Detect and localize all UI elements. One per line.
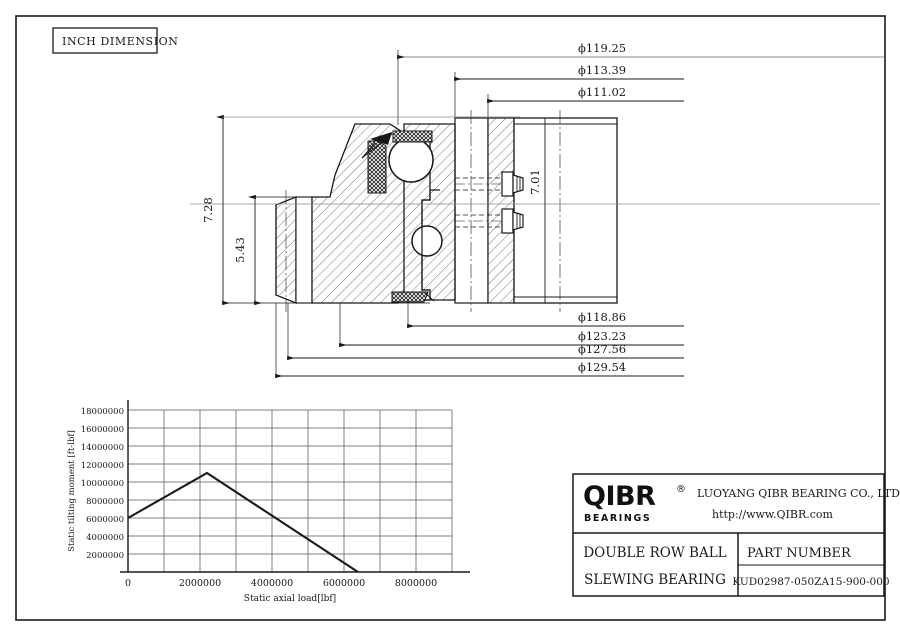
drawing-frame — [15, 15, 886, 621]
raceway-step — [421, 189, 440, 291]
chart-xtick-8000000: 8000000 — [395, 578, 437, 589]
chart-y-ticks: 18000000 16000000 14000000 12000000 1000… — [81, 407, 124, 561]
dim-label-dia-118-86: ϕ118.86 — [578, 310, 626, 324]
seal-upper — [361, 130, 433, 194]
dim-label-dia-111-02: ϕ111.02 — [578, 85, 626, 99]
load-capacity-chart: 18000000 16000000 14000000 12000000 1000… — [67, 400, 470, 604]
registered-trademark-icon: ® — [676, 484, 686, 495]
right-dimension-group: 7.01 — [528, 118, 546, 303]
dim-label-width-7-01: 7.01 — [528, 169, 542, 195]
product-name-line2: SLEWING BEARING — [584, 572, 726, 588]
dim-label-dia-129-54: ϕ129.54 — [578, 360, 626, 374]
bottom-dimension-group: ϕ118.86 ϕ123.23 ϕ127.56 ϕ129.54 — [275, 300, 684, 379]
chart-ytick-12000000: 12000000 — [81, 461, 124, 471]
inch-dimension-box: INCH DIMENSION — [52, 27, 178, 54]
dim-label-dia-119-25: ϕ119.25 — [578, 41, 626, 55]
chart-ytick-8000000: 8000000 — [86, 497, 124, 507]
inch-dimension-label: INCH DIMENSION — [62, 35, 178, 48]
bolt-lower — [455, 208, 524, 234]
chart-ytick-6000000: 6000000 — [86, 515, 124, 525]
qibr-logo: QIBR ® BEARINGS — [583, 481, 686, 524]
logo-subtext: BEARINGS — [584, 513, 651, 524]
bolt-upper — [455, 171, 524, 197]
title-block: QIBR ® BEARINGS LUOYANG QIBR BEARING CO.… — [572, 473, 900, 597]
chart-grid — [128, 409, 453, 572]
ball-upper — [388, 137, 434, 183]
chart-ytick-18000000: 18000000 — [81, 407, 124, 417]
rolling-elements — [388, 137, 443, 257]
ball-lower — [411, 225, 443, 257]
chart-y-axis-label: Static tilting moment [ft-lbf] — [67, 430, 77, 552]
dim-label-height-7-28: 7.28 — [201, 197, 215, 223]
inner-ring-slot — [295, 196, 313, 304]
bearing-cross-section — [190, 110, 880, 312]
chart-xtick-0: 0 — [125, 578, 131, 589]
left-dimension-group: 7.28 5.43 — [201, 114, 520, 306]
company-name: LUOYANG QIBR BEARING CO., LTD — [697, 487, 900, 500]
chart-x-axis-label: Static axial load[lbf] — [244, 594, 336, 604]
logo-wordmark: QIBR — [583, 481, 656, 512]
chart-ytick-16000000: 16000000 — [81, 425, 124, 435]
dim-label-dia-127-56: ϕ127.56 — [578, 342, 626, 356]
top-dimension-group: ϕ119.25 ϕ113.39 ϕ111.02 — [397, 41, 884, 125]
part-number-value: KUD02987-050ZA15-900-000 — [732, 576, 889, 588]
chart-x-ticks: 0 2000000 4000000 6000000 8000000 — [125, 578, 437, 589]
chart-series-static-capacity-curve — [127, 471, 359, 573]
part-number-label: PART NUMBER — [747, 546, 852, 561]
chart-ytick-4000000: 4000000 — [86, 533, 124, 543]
housing-body — [513, 110, 618, 312]
seal-lower — [391, 291, 435, 303]
chart-ytick-2000000: 2000000 — [86, 551, 124, 561]
product-name-line1: DOUBLE ROW BALL — [583, 545, 726, 561]
chart-ytick-14000000: 14000000 — [81, 443, 124, 453]
dim-label-dia-113-39: ϕ113.39 — [578, 63, 626, 77]
chart-xtick-2000000: 2000000 — [179, 578, 221, 589]
company-website: http://www.QIBR.com — [712, 508, 834, 521]
chart-ytick-10000000: 10000000 — [81, 479, 124, 489]
chart-xtick-4000000: 4000000 — [251, 578, 293, 589]
chart-xtick-6000000: 6000000 — [323, 578, 365, 589]
dim-label-height-5-43: 5.43 — [233, 237, 247, 263]
dim-label-dia-123-23: ϕ123.23 — [578, 329, 626, 343]
inner-ring — [275, 190, 297, 312]
